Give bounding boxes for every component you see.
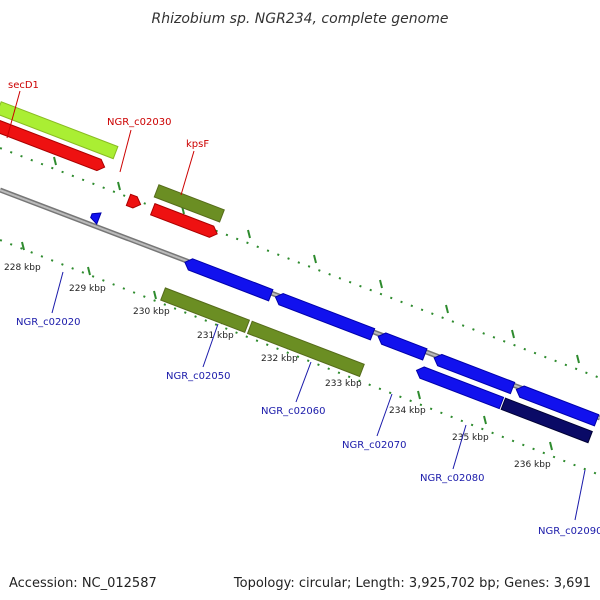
feature-bar (246, 320, 365, 378)
feature-bar (153, 184, 225, 223)
gene-label-secD1: secD1 (8, 80, 39, 91)
tick-label: 228 kbp (4, 263, 41, 273)
gene-NGR_c02090-dark (500, 397, 593, 444)
tick-label: 235 kbp (452, 433, 489, 443)
gene-label-NGR_c02060: NGR_c02060 (261, 406, 326, 417)
gene-NGR_c02090 (515, 385, 600, 427)
tick-label: 234 kbp (389, 406, 426, 416)
gene-NGR_c02060 (274, 293, 376, 341)
gene-labels: secD1 NGR_c02030 kpsF NGR_c02020 NGR_c02… (8, 80, 600, 537)
forward-genes (0, 117, 218, 238)
feature-bar (160, 287, 251, 333)
tick-label: 229 kbp (69, 284, 106, 294)
gene-NGR_c02020 (90, 212, 102, 226)
inner-tick-ring (0, 239, 600, 476)
gene-label-NGR_c02020: NGR_c02020 (16, 317, 81, 328)
gene-secD1 (0, 117, 106, 172)
tick-labels: 228 kbp 229 kbp 230 kbp 231 kbp 232 kbp … (4, 263, 551, 470)
gene-NGR_c02050 (184, 258, 274, 302)
gene-NGR_c02080-b (415, 366, 505, 410)
genome-title: Rhizobium sp. NGR234, complete genome (152, 11, 449, 27)
gene-NGR_c02080-a (433, 353, 516, 395)
tick-label: 231 kbp (197, 331, 234, 341)
gene-label-NGR_c02030: NGR_c02030 (107, 117, 172, 128)
reverse-genes (90, 212, 600, 444)
gene-label-NGR_c02050: NGR_c02050 (166, 371, 231, 382)
genome-summary-text: Topology: circular; Length: 3,925,702 bp… (233, 576, 591, 591)
gene-kpsF (149, 202, 218, 238)
gene-label-NGR_c02090: NGR_c02090 (538, 526, 600, 537)
gene-NGR_c02070 (377, 332, 428, 361)
gene-NGR_c02030 (125, 193, 142, 209)
tick-label: 232 kbp (261, 354, 298, 364)
accession-text: Accession: NC_012587 (9, 576, 157, 591)
outer-feature-lane (0, 101, 365, 378)
tick-label: 230 kbp (133, 307, 170, 317)
gene-label-NGR_c02080: NGR_c02080 (420, 473, 485, 484)
tick-label: 233 kbp (325, 379, 362, 389)
leader-lines (6, 90, 586, 521)
gene-label-kpsF: kpsF (186, 139, 209, 150)
tick-label: 236 kbp (514, 460, 551, 470)
feature-bar (0, 101, 119, 160)
outer-major-ticks (53, 156, 580, 364)
gene-label-NGR_c02070: NGR_c02070 (342, 440, 407, 451)
